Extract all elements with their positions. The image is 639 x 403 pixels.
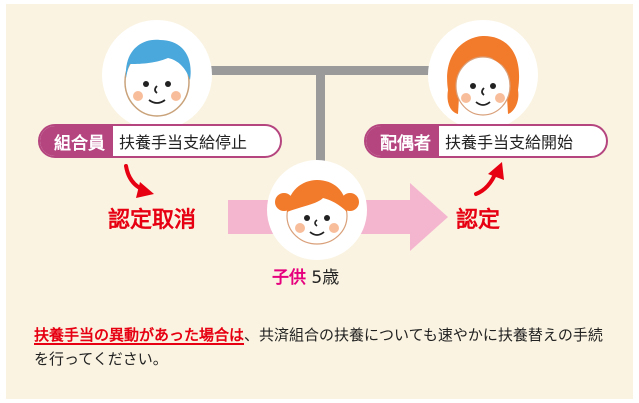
father-avatar (102, 20, 212, 130)
spouse-status-label: 配偶者 扶養手当支給開始 (364, 124, 608, 158)
child-caption: 子供 5歳 (272, 263, 339, 288)
outcome-recognized: 認定 (456, 208, 501, 233)
child-face-icon (275, 180, 359, 245)
note-rest: 、共済組合の扶養についても速やかに扶養替えの手続を行ってください。 (34, 326, 603, 368)
curved-arrow-up-icon (474, 162, 504, 196)
member-role: 組合員 (40, 126, 113, 156)
spouse-role: 配偶者 (366, 126, 439, 156)
outcome-cancel: 認定取消 (108, 208, 197, 233)
child-label: 子供 (272, 268, 306, 288)
instruction-note: 扶養手当の異動があった場合は、共済組合の扶養についても速やかに扶養替えの手続を行… (34, 323, 614, 371)
note-highlight: 扶養手当の異動があった場合は (34, 326, 245, 344)
member-status-label: 組合員 扶養手当支給停止 (38, 124, 282, 158)
member-status: 扶養手当支給停止 (119, 133, 248, 152)
curved-arrow-down-icon (124, 164, 154, 198)
mother-avatar (428, 20, 538, 130)
child-avatar (267, 160, 367, 260)
mother-face-icon (447, 36, 520, 116)
spouse-status: 扶養手当支給開始 (445, 133, 574, 152)
father-face-icon (124, 39, 191, 117)
child-age: 5歳 (311, 268, 340, 288)
